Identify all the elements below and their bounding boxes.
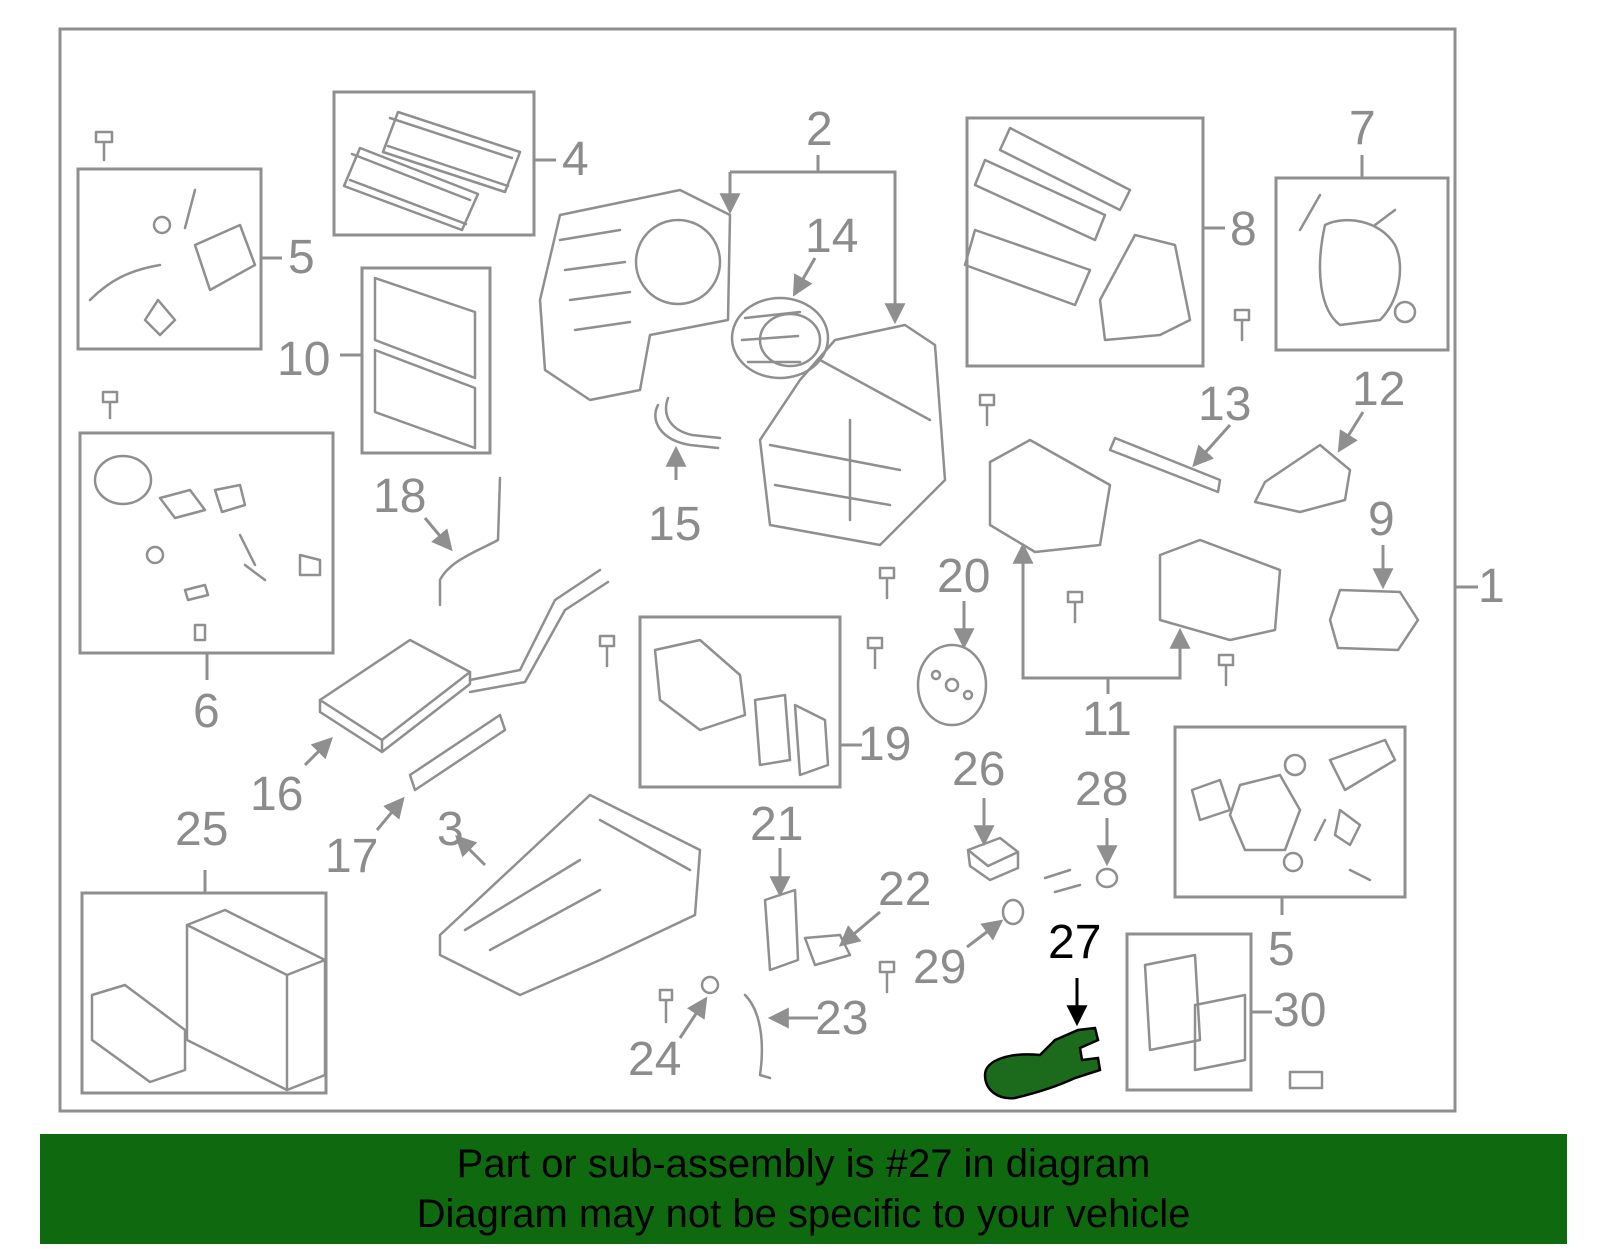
callout-19: 19 [858,718,911,771]
callout-16: 16 [250,768,303,821]
group-box-5-top [76,167,263,351]
callout-29: 29 [913,941,966,994]
callout-8: 8 [1230,203,1257,256]
callout-1: 1 [1478,560,1505,613]
group-box-4 [332,90,536,237]
callout-14: 14 [805,210,858,263]
banner-line-2: Diagram may not be specific to your vehi… [416,1192,1191,1236]
group-box-7 [1274,176,1450,352]
callout-28: 28 [1075,763,1128,816]
group-box-5-bottom [1173,725,1407,899]
callout-5-top: 5 [288,231,315,284]
callout-23: 23 [815,992,868,1045]
group-box-19 [638,615,842,789]
callout-26: 26 [952,743,1005,796]
callout-24: 24 [628,1033,681,1086]
callout-7: 7 [1349,102,1376,155]
callout-15: 15 [648,498,701,551]
callout-17: 17 [325,830,378,883]
callout-25: 25 [175,803,228,856]
callout-4: 4 [562,133,589,186]
group-box-8 [965,116,1205,368]
callout-11: 11 [1082,693,1132,746]
callout-18: 18 [373,470,426,523]
callout-22: 22 [878,863,931,916]
callout-30: 30 [1273,984,1326,1037]
group-box-10 [360,266,492,455]
callout-12: 12 [1352,363,1405,416]
group-box-6 [78,431,335,655]
callout-9: 9 [1368,493,1395,546]
callout-3: 3 [437,803,464,856]
callout-6: 6 [193,685,220,738]
callout-20: 20 [937,550,990,603]
callout-21: 21 [750,798,803,851]
callout-5-bottom: 5 [1268,923,1295,976]
callout-13: 13 [1198,378,1251,431]
part-27-highlight[interactable] [983,1026,1102,1100]
info-banner: Part or sub-assembly is #27 in diagram D… [40,1134,1567,1244]
diagram-frame [58,27,1457,1113]
group-box-25 [80,891,328,1095]
callout-27: 27 [1048,916,1101,969]
banner-line-1: Part or sub-assembly is #27 in diagram [456,1142,1151,1186]
callout-2: 2 [806,103,833,156]
callout-10: 10 [277,333,330,386]
